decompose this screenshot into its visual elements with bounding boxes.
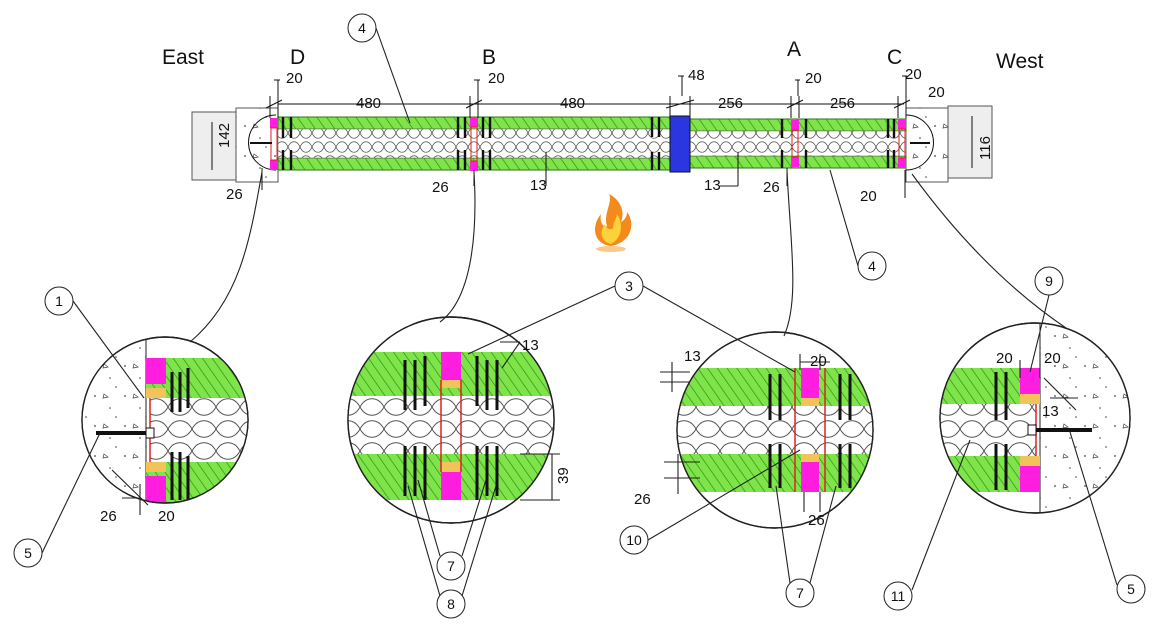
dim-256-right: 256 bbox=[830, 95, 855, 112]
dim-20-a: 20 bbox=[805, 70, 822, 87]
dim-20-d: 20 bbox=[286, 70, 303, 87]
stud-c bbox=[898, 119, 906, 168]
detail-a-dim-13: 13 bbox=[684, 348, 701, 365]
insulation-left bbox=[277, 128, 671, 159]
detail-circle-b: 13 39 bbox=[347, 316, 572, 524]
dim-20-c-bottom: 20 bbox=[860, 188, 877, 205]
svg-text:3: 3 bbox=[625, 278, 633, 294]
stud-b bbox=[470, 117, 478, 171]
expansion-joint bbox=[669, 115, 691, 173]
dim-26-a: 26 bbox=[763, 179, 780, 196]
detail-circle-a: 13 20 26 26 bbox=[634, 331, 874, 529]
dim-26-d: 26 bbox=[226, 186, 243, 203]
detail-circle-d: 26 20 bbox=[81, 336, 249, 525]
detail-c-dim-13: 13 bbox=[1042, 403, 1059, 420]
dim-13-left: 13 bbox=[530, 177, 547, 194]
dim-20-c-mid: 20 bbox=[928, 84, 945, 101]
svg-text:10: 10 bbox=[626, 532, 642, 548]
section-a-label: A bbox=[787, 38, 801, 61]
west-label: West bbox=[996, 50, 1044, 73]
detail-a-dim-26-left: 26 bbox=[634, 491, 651, 508]
detail-b-dim-39: 39 bbox=[555, 467, 572, 484]
fire-icon bbox=[595, 194, 632, 252]
svg-text:11: 11 bbox=[891, 588, 906, 604]
section-b-label: B bbox=[482, 46, 496, 69]
detail-leaders bbox=[189, 169, 1067, 343]
wall-plan bbox=[191, 105, 993, 183]
callout-3: 3 bbox=[467, 271, 796, 373]
svg-text:5: 5 bbox=[24, 545, 32, 561]
callout-1: 1 bbox=[44, 286, 145, 399]
west-concrete-end bbox=[905, 107, 949, 183]
callout-11: 11 bbox=[883, 439, 971, 611]
stud-a bbox=[791, 120, 799, 167]
dim-13-right: 13 bbox=[704, 177, 721, 194]
plan-screws bbox=[281, 117, 896, 170]
svg-text:7: 7 bbox=[447, 558, 455, 574]
detail-d-dim-20: 20 bbox=[158, 508, 175, 525]
svg-text:7: 7 bbox=[796, 585, 804, 601]
dim-26-b: 26 bbox=[432, 179, 449, 196]
section-c-label: C bbox=[887, 46, 902, 69]
svg-text:8: 8 bbox=[447, 596, 455, 612]
callout-4-bottom: 4 bbox=[829, 169, 887, 281]
callout-5-left: 5 bbox=[13, 432, 101, 568]
callout-10: 10 bbox=[619, 449, 801, 555]
dim-20-b: 20 bbox=[488, 70, 505, 87]
dim-142: 142 bbox=[216, 123, 233, 148]
west-support-block bbox=[947, 105, 993, 179]
callout-5-right: 5 bbox=[1069, 431, 1146, 604]
callout-8: 8 bbox=[407, 485, 497, 619]
detail-c-dim-20-right: 20 bbox=[1044, 350, 1061, 367]
east-label: East bbox=[162, 46, 204, 69]
dim-480-right: 480 bbox=[560, 95, 585, 112]
callout-7-a: 7 bbox=[775, 485, 837, 608]
dim-48: 48 bbox=[688, 67, 705, 84]
detail-a-dim-20: 20 bbox=[810, 353, 827, 370]
dim-256-left: 256 bbox=[718, 95, 743, 112]
svg-text:4: 4 bbox=[358, 20, 366, 36]
detail-a-dim-26-right: 26 bbox=[808, 512, 825, 529]
detail-b-dim-13: 13 bbox=[522, 337, 539, 354]
dim-480-left: 480 bbox=[356, 95, 381, 112]
dimension-lines bbox=[211, 75, 973, 198]
svg-text:9: 9 bbox=[1045, 273, 1053, 289]
callout-9: 9 bbox=[1029, 266, 1064, 373]
callout-4-top: 4 bbox=[347, 13, 411, 124]
detail-c-dim-20-left: 20 bbox=[996, 350, 1013, 367]
east-support-block bbox=[191, 111, 237, 181]
dim-20-c-top: 20 bbox=[905, 66, 922, 83]
svg-text:4: 4 bbox=[868, 258, 876, 274]
detail-d-dim-26: 26 bbox=[100, 508, 117, 525]
detail-circle-c: 20 20 13 bbox=[939, 322, 1131, 514]
svg-text:5: 5 bbox=[1127, 581, 1135, 597]
callout-7-b: 7 bbox=[417, 479, 487, 581]
callouts: 1 3 4 4 5 5 7 bbox=[13, 13, 1146, 619]
svg-text:1: 1 bbox=[55, 293, 63, 309]
dim-116: 116 bbox=[977, 136, 994, 160]
section-d-label: D bbox=[290, 46, 305, 69]
